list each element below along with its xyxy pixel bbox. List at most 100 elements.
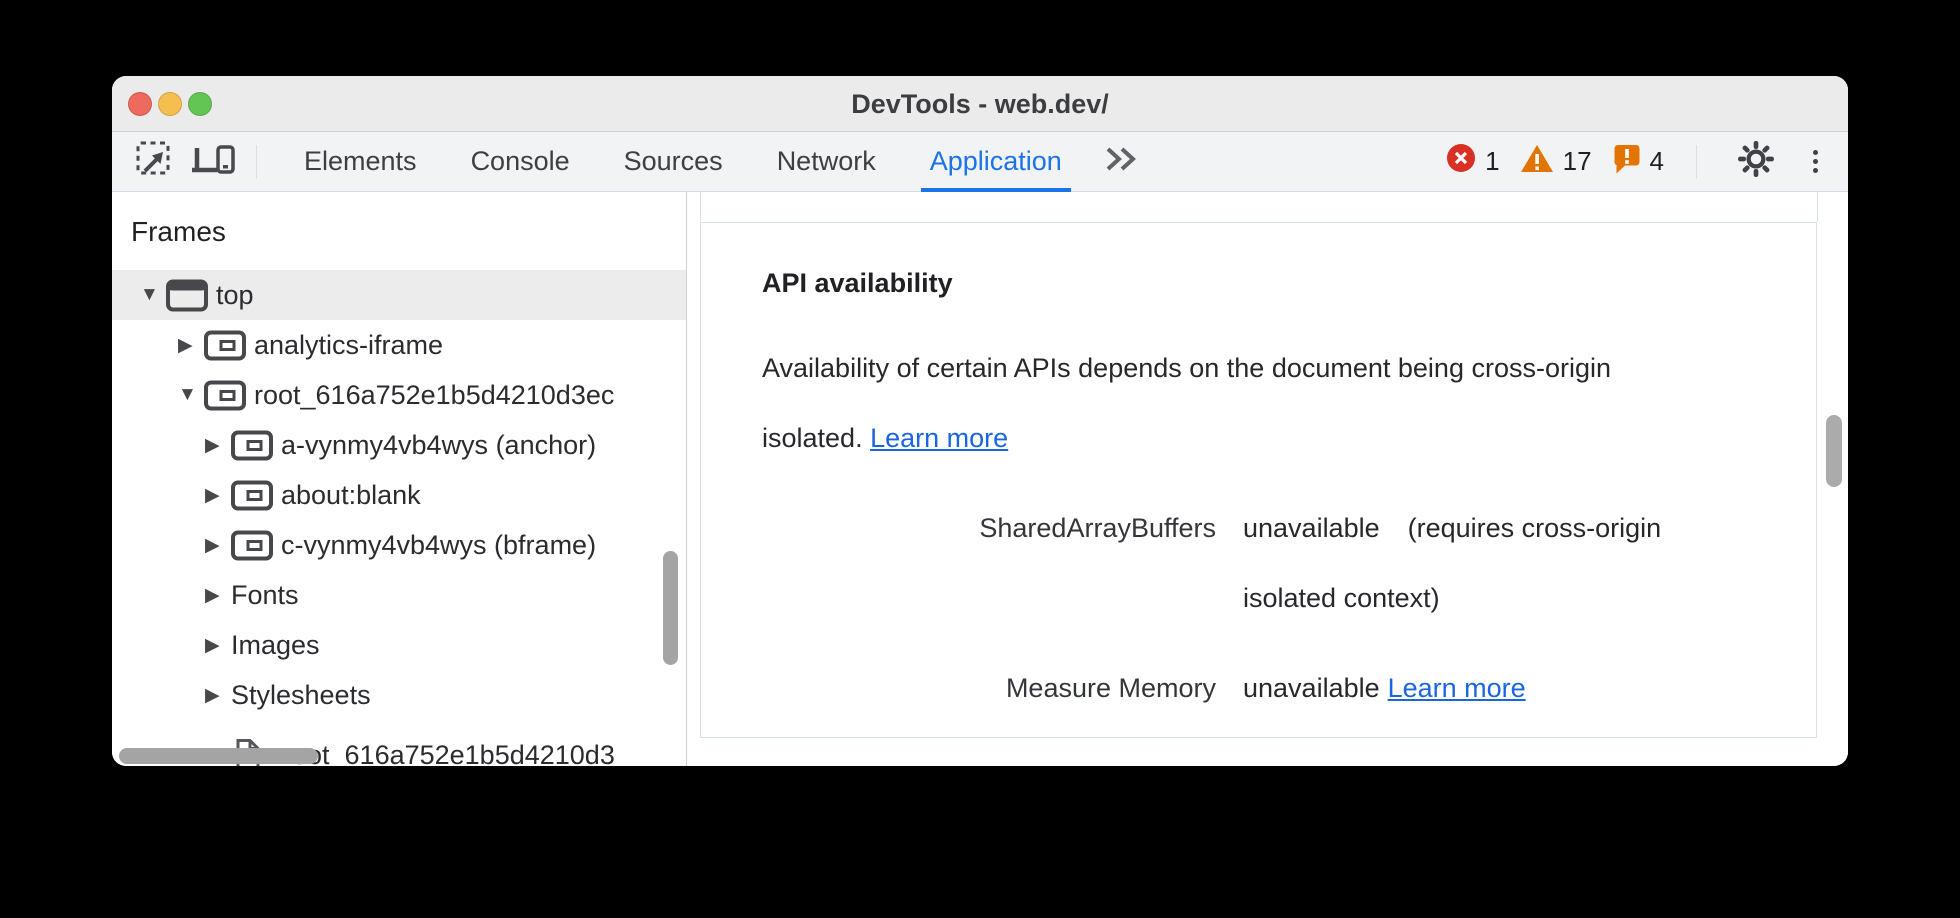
frame-details-pane: API availability Availability of certain… <box>687 192 1848 766</box>
application-sidebar: Frames ▼ top ▶ analytics-iframe ▼ root_616a75… <box>112 192 686 766</box>
device-toolbar-icon <box>190 139 236 184</box>
tree-item-label: Images <box>231 629 320 660</box>
minimize-button[interactable] <box>158 92 182 116</box>
tree-item-label: about:blank <box>281 479 421 510</box>
expand-triangle-icon[interactable]: ▶ <box>205 634 220 656</box>
iframe-icon <box>231 529 281 562</box>
tree-item-images[interactable]: ▶ Images <box>112 620 686 670</box>
description-line: Availability of certain APIs depends on … <box>762 353 1611 383</box>
devtools-content: Frames ▼ top ▶ analytics-iframe ▼ root_616a75… <box>112 192 1848 766</box>
tab-label: Console <box>470 146 570 176</box>
chevron-double-right-icon <box>1103 145 1137 178</box>
tree-item-stylesheets[interactable]: ▶ Stylesheets <box>112 670 686 720</box>
zoom-button[interactable] <box>188 92 212 116</box>
availability-note: (requires cross-origin isolated context) <box>1243 513 1662 613</box>
expand-triangle-icon[interactable]: ▶ <box>205 484 220 506</box>
error-badge[interactable]: 1 <box>1446 143 1500 180</box>
tab-sources[interactable]: Sources <box>597 132 750 192</box>
sidebar-horizontal-scrollbar[interactable] <box>119 748 318 764</box>
tree-item-label: c-vynmy4vb4wys (bframe) <box>281 529 597 560</box>
titlebar: DevTools - web.dev/ <box>112 76 1848 132</box>
tree-item-about-blank[interactable]: ▶ about:blank <box>112 470 686 520</box>
device-toolbar-button[interactable] <box>182 138 244 186</box>
tree-item-label: analytics-iframe <box>254 329 444 360</box>
close-button[interactable] <box>128 92 152 116</box>
panel-divider[interactable] <box>686 192 687 766</box>
devtools-toolbar: Elements Console Sources Network Application <box>112 132 1848 193</box>
tree-item-label: root_616a752e1b5d4210d3 <box>283 739 615 767</box>
iframe-icon <box>204 379 254 412</box>
iframe-icon <box>231 429 281 462</box>
expand-triangle-icon[interactable]: ▶ <box>205 434 220 456</box>
tree-item-top[interactable]: ▼ top <box>112 270 686 320</box>
section-border <box>700 192 701 222</box>
tree-item-fonts[interactable]: ▶ Fonts <box>112 570 686 620</box>
description-line: isolated. Learn more <box>762 403 1611 473</box>
iframe-icon <box>231 479 281 512</box>
collapse-triangle-icon[interactable]: ▼ <box>178 384 197 405</box>
devtools-window: DevTools - web.dev/ <box>112 76 1848 766</box>
warning-count: 17 <box>1562 146 1592 176</box>
toolbar-separator <box>256 144 257 179</box>
more-tabs-button[interactable] <box>1095 138 1145 186</box>
tree-item-label: Stylesheets <box>231 679 371 710</box>
section-description: Availability of certain APIs depends on … <box>762 333 1611 473</box>
expand-triangle-icon[interactable]: ▶ <box>205 584 220 606</box>
main-vertical-scrollbar[interactable] <box>1826 415 1842 487</box>
tab-label: Application <box>929 146 1062 176</box>
expand-triangle-icon[interactable]: ▶ <box>205 534 220 556</box>
issues-icon <box>1612 143 1641 181</box>
api-status-value: unavailable(requires cross-origin isolat… <box>1243 493 1723 633</box>
tab-elements[interactable]: Elements <box>277 132 444 192</box>
window-icon <box>166 279 216 312</box>
tree-item-label: a-vynmy4vb4wys (anchor) <box>281 429 597 460</box>
learn-more-link[interactable]: Learn more <box>870 423 1009 453</box>
warning-icon <box>1520 143 1554 181</box>
api-row-sharedarraybuffers: SharedArrayBuffers unavailable(requires c… <box>700 493 1810 633</box>
collapse-triangle-icon[interactable]: ▼ <box>140 284 159 305</box>
tab-application[interactable]: Application <box>903 132 1089 193</box>
section-border <box>1817 192 1818 222</box>
iframe-icon <box>204 329 254 362</box>
tab-label: Elements <box>304 146 417 176</box>
tree-item-label: Fonts <box>231 579 299 610</box>
api-availability-section <box>700 222 1817 738</box>
tree-item-analytics-iframe[interactable]: ▶ analytics-iframe <box>112 320 686 370</box>
window-title: DevTools - web.dev/ <box>851 89 1109 119</box>
tree-item-root-616a752e1b5d4210d3ec[interactable]: ▼ root_616a752e1b5d4210d3ec <box>112 370 686 420</box>
inspect-icon <box>134 139 174 184</box>
gear-icon <box>1737 140 1775 183</box>
error-count: 1 <box>1485 146 1500 176</box>
expand-triangle-icon[interactable]: ▶ <box>205 684 220 706</box>
description-text: isolated. <box>762 423 871 453</box>
section-heading: API availability <box>762 268 953 298</box>
tab-console[interactable]: Console <box>444 132 597 192</box>
settings-button[interactable] <box>1729 138 1783 186</box>
inspect-element-button[interactable] <box>126 138 182 186</box>
api-name: Measure Memory <box>1005 673 1216 703</box>
tree-item-root-616a752e1b5d4210d3[interactable]: root_616a752e1b5d4210d3 <box>112 730 686 766</box>
learn-more-link[interactable]: Learn more <box>1387 673 1526 703</box>
warning-badge[interactable]: 17 <box>1520 143 1592 181</box>
more-options-button[interactable] <box>1803 138 1828 186</box>
frames-section-header: Frames <box>112 192 686 271</box>
availability-status: unavailable <box>1243 513 1380 543</box>
tree-item-label: root_616a752e1b5d4210d3ec <box>254 379 615 410</box>
issues-badge[interactable]: 4 <box>1612 143 1664 181</box>
tab-strip: Elements Console Sources Network Application <box>277 132 1089 193</box>
sidebar-vertical-scrollbar[interactable] <box>663 551 678 665</box>
tree-item-a-vynmy4vb4wys-anchor-[interactable]: ▶ a-vynmy4vb4wys (anchor) <box>112 420 686 470</box>
tree-item-label: top <box>216 279 254 310</box>
tree-item-c-vynmy4vb4wys-bframe-[interactable]: ▶ c-vynmy4vb4wys (bframe) <box>112 520 686 570</box>
tab-label: Network <box>776 146 876 176</box>
tab-network[interactable]: Network <box>750 132 903 192</box>
tab-label: Sources <box>623 146 723 176</box>
api-name: SharedArrayBuffers <box>979 513 1216 543</box>
expand-triangle-icon[interactable]: ▶ <box>178 334 193 356</box>
status-badges: 1 17 <box>1446 138 1828 186</box>
error-icon <box>1446 143 1476 180</box>
issues-count: 4 <box>1649 146 1664 176</box>
